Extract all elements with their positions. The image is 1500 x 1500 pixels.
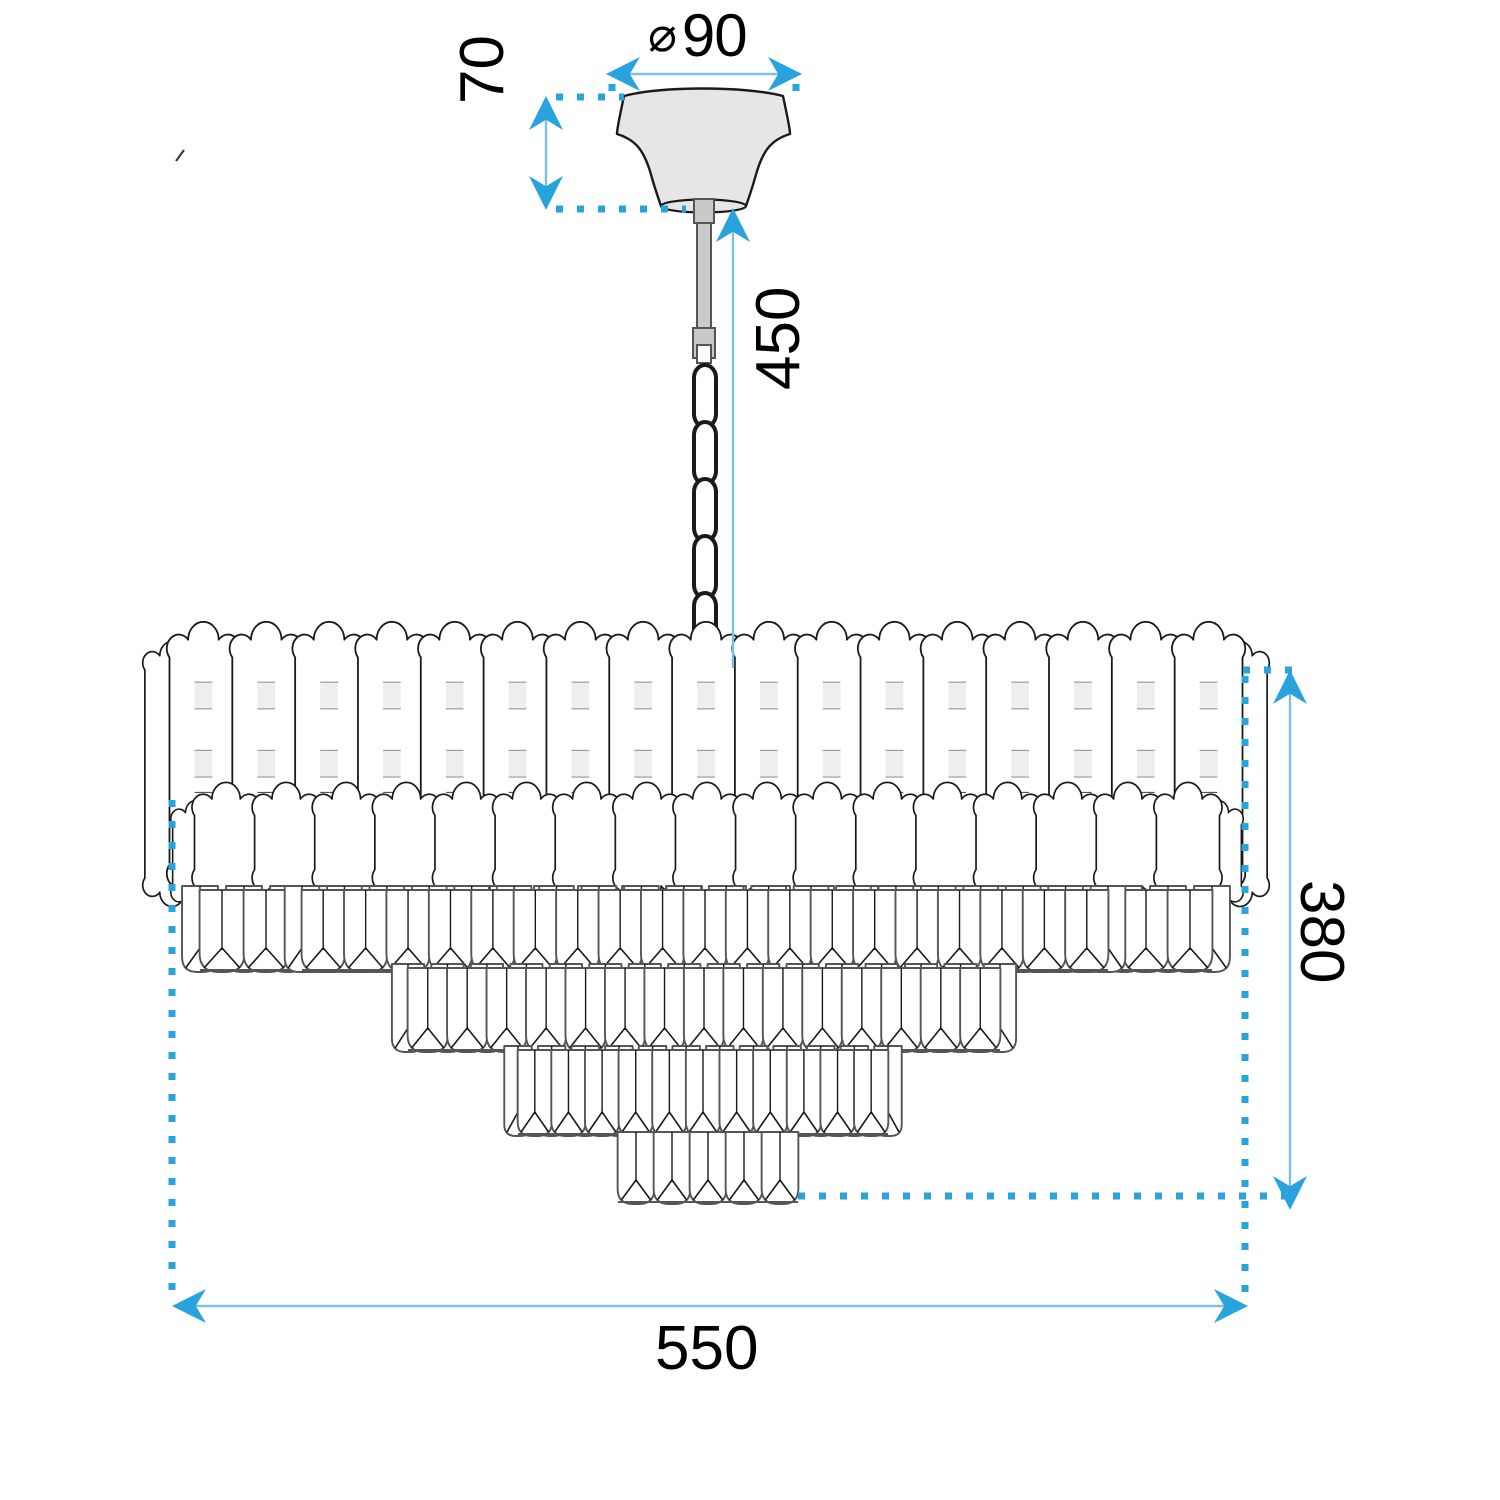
arrowhead-down-canopy-height [529, 176, 563, 210]
dimension-value-70: 70 [448, 35, 517, 104]
crystal-prism [672, 781, 742, 904]
crystal-prism [491, 781, 562, 904]
crystal-prism [972, 781, 1043, 904]
tier-7 [616, 1131, 800, 1205]
arrowhead-up-canopy-height [529, 96, 563, 130]
crystal-prism [792, 781, 863, 904]
crystal-prism [311, 781, 382, 904]
dimension-label-body-height: 380 [1287, 880, 1356, 983]
crystal-prism [912, 781, 983, 904]
chain-links [692, 363, 718, 657]
dimension-value-90: 90 [681, 2, 748, 69]
dimension-label-suspension: 450 [744, 287, 813, 390]
arrowhead-up-suspension [716, 208, 750, 242]
diameter-symbol-icon: ⌀ [648, 9, 677, 62]
crystal-prism [1032, 781, 1103, 904]
crystal-prism [371, 781, 442, 904]
dimension-label-canopy-diameter: ⌀90 [648, 6, 748, 66]
dimension-value-550: 550 [655, 1314, 759, 1383]
tier-5 [390, 963, 1018, 1053]
dimension-value-450: 450 [744, 286, 813, 390]
arrowhead-up-body-height [1273, 670, 1307, 704]
ceiling-canopy [615, 87, 792, 214]
crystal-prism [551, 781, 622, 904]
crystal-prism [431, 781, 502, 904]
crystal-prism [852, 781, 923, 904]
dimension-label-canopy-height: 70 [448, 35, 517, 104]
suspension-rod [692, 198, 716, 364]
crystal-prism [191, 781, 261, 904]
dimension-value-380: 380 [1287, 880, 1356, 984]
arrowhead-down-body-height [1273, 1176, 1307, 1210]
crystal-prism [1153, 781, 1223, 904]
tier-2 [170, 781, 1244, 912]
tier-6 [503, 1045, 903, 1137]
arrowhead-right-diameter [768, 57, 802, 91]
crystal-prism [611, 781, 682, 904]
stray-tick-mark [175, 149, 185, 162]
crystal-prism [1092, 781, 1163, 904]
arrowhead-left-diameter [606, 57, 640, 91]
tier-4 [283, 885, 1127, 973]
dimension-label-body-width: 550 [655, 1318, 758, 1380]
crystal-prism [251, 781, 322, 904]
dimension-annotations [168, 57, 1307, 1323]
arrowhead-left-body-width [172, 1289, 206, 1323]
arrowhead-right-body-width [1214, 1289, 1248, 1323]
crystal-prism [732, 781, 803, 904]
chandelier-body [141, 620, 1271, 1205]
